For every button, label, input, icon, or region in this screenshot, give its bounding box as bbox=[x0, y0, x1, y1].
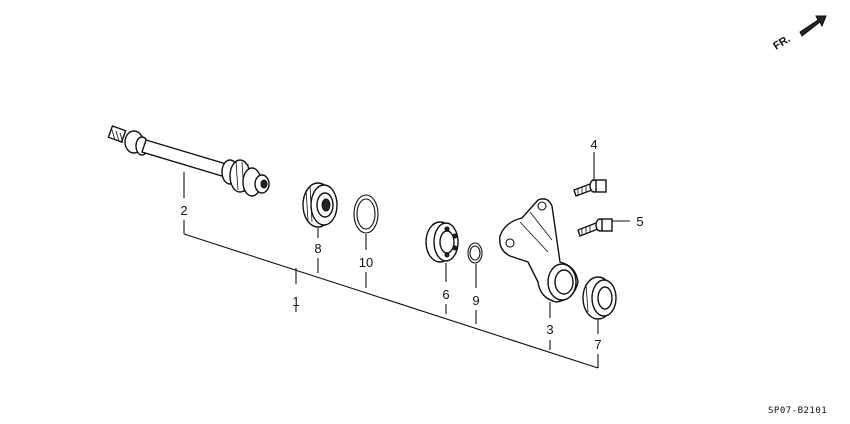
leader-lines bbox=[183, 152, 630, 369]
front-direction-arrow: FR. bbox=[771, 15, 827, 53]
oil-seal bbox=[582, 276, 617, 320]
flange-bolt-upper bbox=[573, 179, 607, 197]
callout-9: 9 bbox=[472, 293, 479, 308]
diagram-code: SP07-B2101 bbox=[768, 406, 827, 416]
callout-1: 1 bbox=[292, 294, 299, 309]
ball-bearing bbox=[425, 221, 459, 263]
callout-6: 6 bbox=[442, 287, 449, 302]
direction-label: FR. bbox=[771, 33, 792, 53]
callout-7: 7 bbox=[594, 337, 601, 352]
support-bracket bbox=[499, 198, 579, 303]
callout-5: 5 bbox=[636, 214, 643, 229]
snap-ring-large bbox=[353, 194, 379, 234]
snap-ring-small bbox=[467, 242, 483, 264]
callout-2: 2 bbox=[180, 203, 187, 218]
bearing-ring bbox=[302, 182, 338, 228]
callout-4: 4 bbox=[590, 137, 597, 152]
callout-8: 8 bbox=[314, 241, 321, 256]
callout-10: 10 bbox=[359, 255, 373, 270]
flange-bolt-lower bbox=[577, 218, 613, 237]
drive-shaft bbox=[107, 125, 270, 197]
callout-3: 3 bbox=[546, 322, 553, 337]
